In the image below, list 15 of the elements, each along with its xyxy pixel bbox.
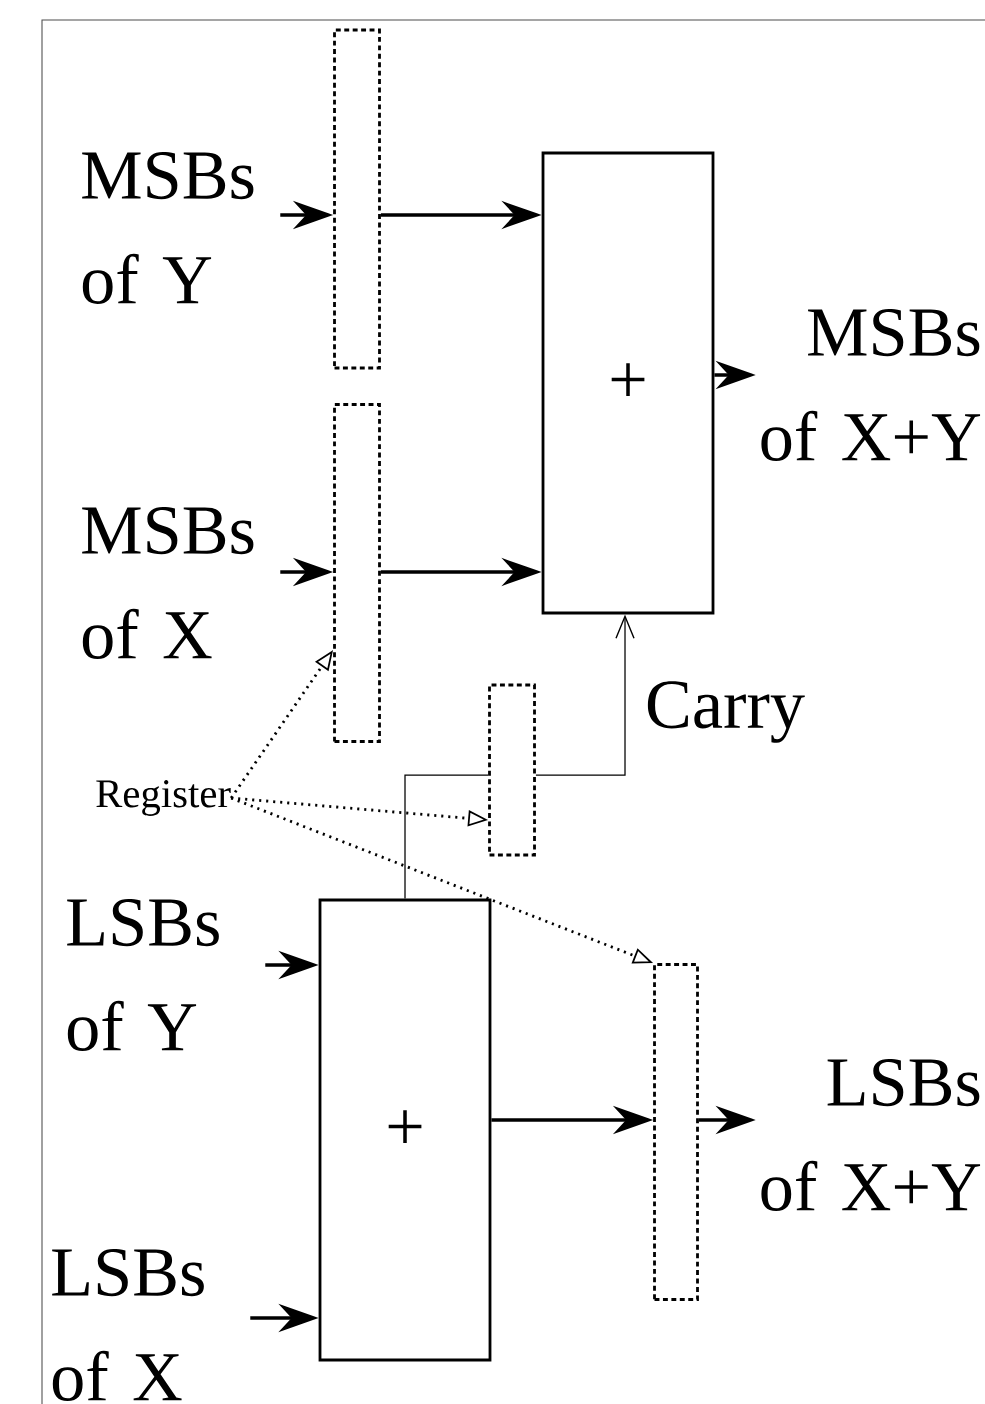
- output-label: LSBs of X+Y: [761, 1059, 981, 1211]
- carry-arrow: [535, 614, 635, 776]
- register-box: [333, 403, 381, 743]
- register-box: [488, 683, 536, 857]
- input-label: MSBs of X: [82, 507, 254, 659]
- register-box: [333, 28, 381, 370]
- register-label: Register: [96, 780, 231, 816]
- register-box: [653, 963, 699, 1301]
- adder-box: +: [541, 151, 715, 615]
- input-label: LSBs of Y: [67, 899, 219, 1051]
- edge-label: Carry: [643, 679, 807, 745]
- adder-box: +: [318, 898, 492, 1362]
- output-label: MSBs of X+Y: [761, 309, 981, 461]
- input-label: LSBs of X: [52, 1249, 204, 1401]
- input-label: MSBs of Y: [82, 152, 254, 304]
